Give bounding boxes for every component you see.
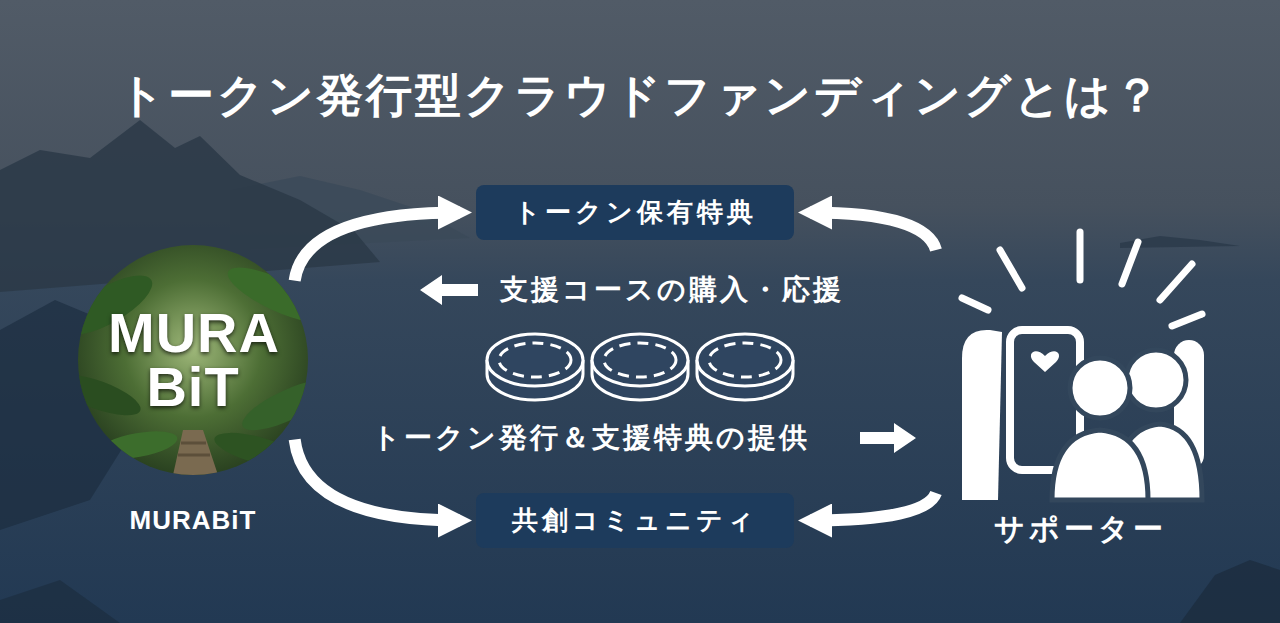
node-text: 共創コミュニティ bbox=[512, 503, 758, 538]
community-box: 共創コミュニティ bbox=[476, 493, 794, 548]
left-arrow bbox=[420, 275, 478, 305]
coin-icons bbox=[487, 334, 793, 400]
supporter-node: サポーター bbox=[950, 228, 1210, 550]
node-caption: MURABiT bbox=[78, 505, 308, 536]
flow-label: トークン発行＆支援特典の提供 bbox=[372, 420, 810, 456]
node-text: トークン保有特典 bbox=[514, 195, 757, 230]
icon-shape bbox=[950, 228, 1210, 503]
node-caption: サポーター bbox=[950, 509, 1210, 550]
benefit-box: トークン保有特典 bbox=[476, 185, 794, 240]
curved-arrow bbox=[810, 493, 936, 521]
logo-shape: MURA BiT bbox=[78, 245, 308, 475]
curved-arrow bbox=[295, 213, 460, 281]
flow-label: 支援コースの購入・応援 bbox=[500, 272, 844, 308]
node-text: MURA BiT bbox=[108, 306, 278, 414]
right-arrow bbox=[860, 423, 916, 453]
diagram-title: トークン発行型クラウドファンディングとは？ bbox=[0, 68, 1280, 123]
logo-circle: MURA BiT MURABiT bbox=[78, 245, 308, 536]
supporter-icon bbox=[950, 228, 1210, 503]
curved-arrow bbox=[810, 213, 936, 251]
